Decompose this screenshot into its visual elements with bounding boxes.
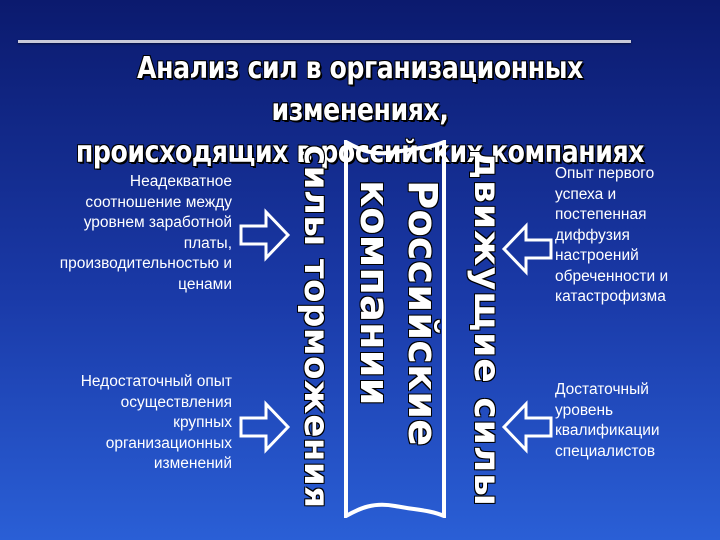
title-line-2: происходящих в российских компаниях <box>75 135 645 170</box>
driving-factor-2: Достаточный уровень квалификации специал… <box>555 381 660 460</box>
title-rule <box>18 40 631 43</box>
driving-arrow-1-icon <box>501 222 553 276</box>
page-title: Анализ сил в организационных изменениях,… <box>58 48 663 174</box>
restraining-forces-label: силы торможения <box>296 145 336 509</box>
company-brace <box>344 140 446 518</box>
restraining-factor-1: Неадекватное соотношение между уровнем з… <box>59 173 232 293</box>
title-line-1: Анализ сил в организационных изменениях, <box>137 51 583 128</box>
restraining-arrow-2-icon <box>239 400 291 454</box>
restraining-arrow-1-icon <box>239 208 291 262</box>
driving-forces-label: движущие силы <box>466 150 507 507</box>
restraining-factor-2: Недостаточный опыт осуществления крупных… <box>80 373 232 472</box>
driving-factor-1: Опыт первого успеха и постепенная диффуз… <box>555 165 669 305</box>
driving-arrow-2-icon <box>501 400 553 454</box>
